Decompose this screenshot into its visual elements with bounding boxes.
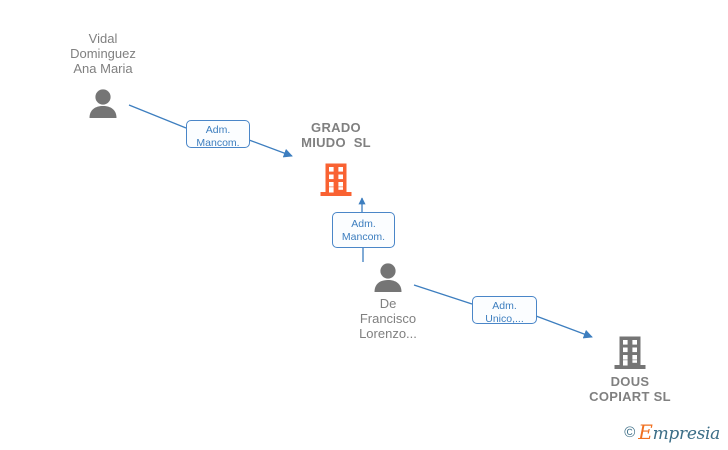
building-icon-dous[interactable] — [612, 336, 648, 370]
person-avatar-icon-francisco[interactable] — [371, 262, 405, 292]
copyright-icon: © — [624, 423, 636, 441]
brand-wordmark: Empresia — [638, 420, 720, 444]
building-icon-glyph — [614, 336, 646, 369]
edge-label-adm-mancom-francisco[interactable]: Adm. Mancom. — [332, 212, 395, 248]
building-icon-grado[interactable] — [318, 163, 354, 197]
edge-label-adm-unico[interactable]: Adm. Unico,... — [472, 296, 537, 325]
person-vidal-label: Vidal Dominguez Ana Maria — [70, 31, 136, 76]
person-avatar-icon[interactable] — [86, 88, 120, 118]
person-avatar-icon-glyph — [89, 89, 117, 118]
brand-rest: mpresia — [652, 424, 721, 444]
company-grado-miudo-label: GRADO MIUDO SL — [301, 120, 371, 150]
brand-initial: E — [638, 420, 653, 444]
person-de-francisco-label: De Francisco Lorenzo... — [359, 296, 417, 341]
building-icon-glyph — [320, 163, 352, 196]
edge-label-adm-mancom-vidal[interactable]: Adm. Mancom. — [186, 120, 250, 149]
empresia-watermark: © Empresia — [624, 420, 720, 444]
person-avatar-icon-glyph — [374, 263, 402, 292]
company-dous-copiart-label: DOUS COPIART SL — [589, 374, 671, 404]
